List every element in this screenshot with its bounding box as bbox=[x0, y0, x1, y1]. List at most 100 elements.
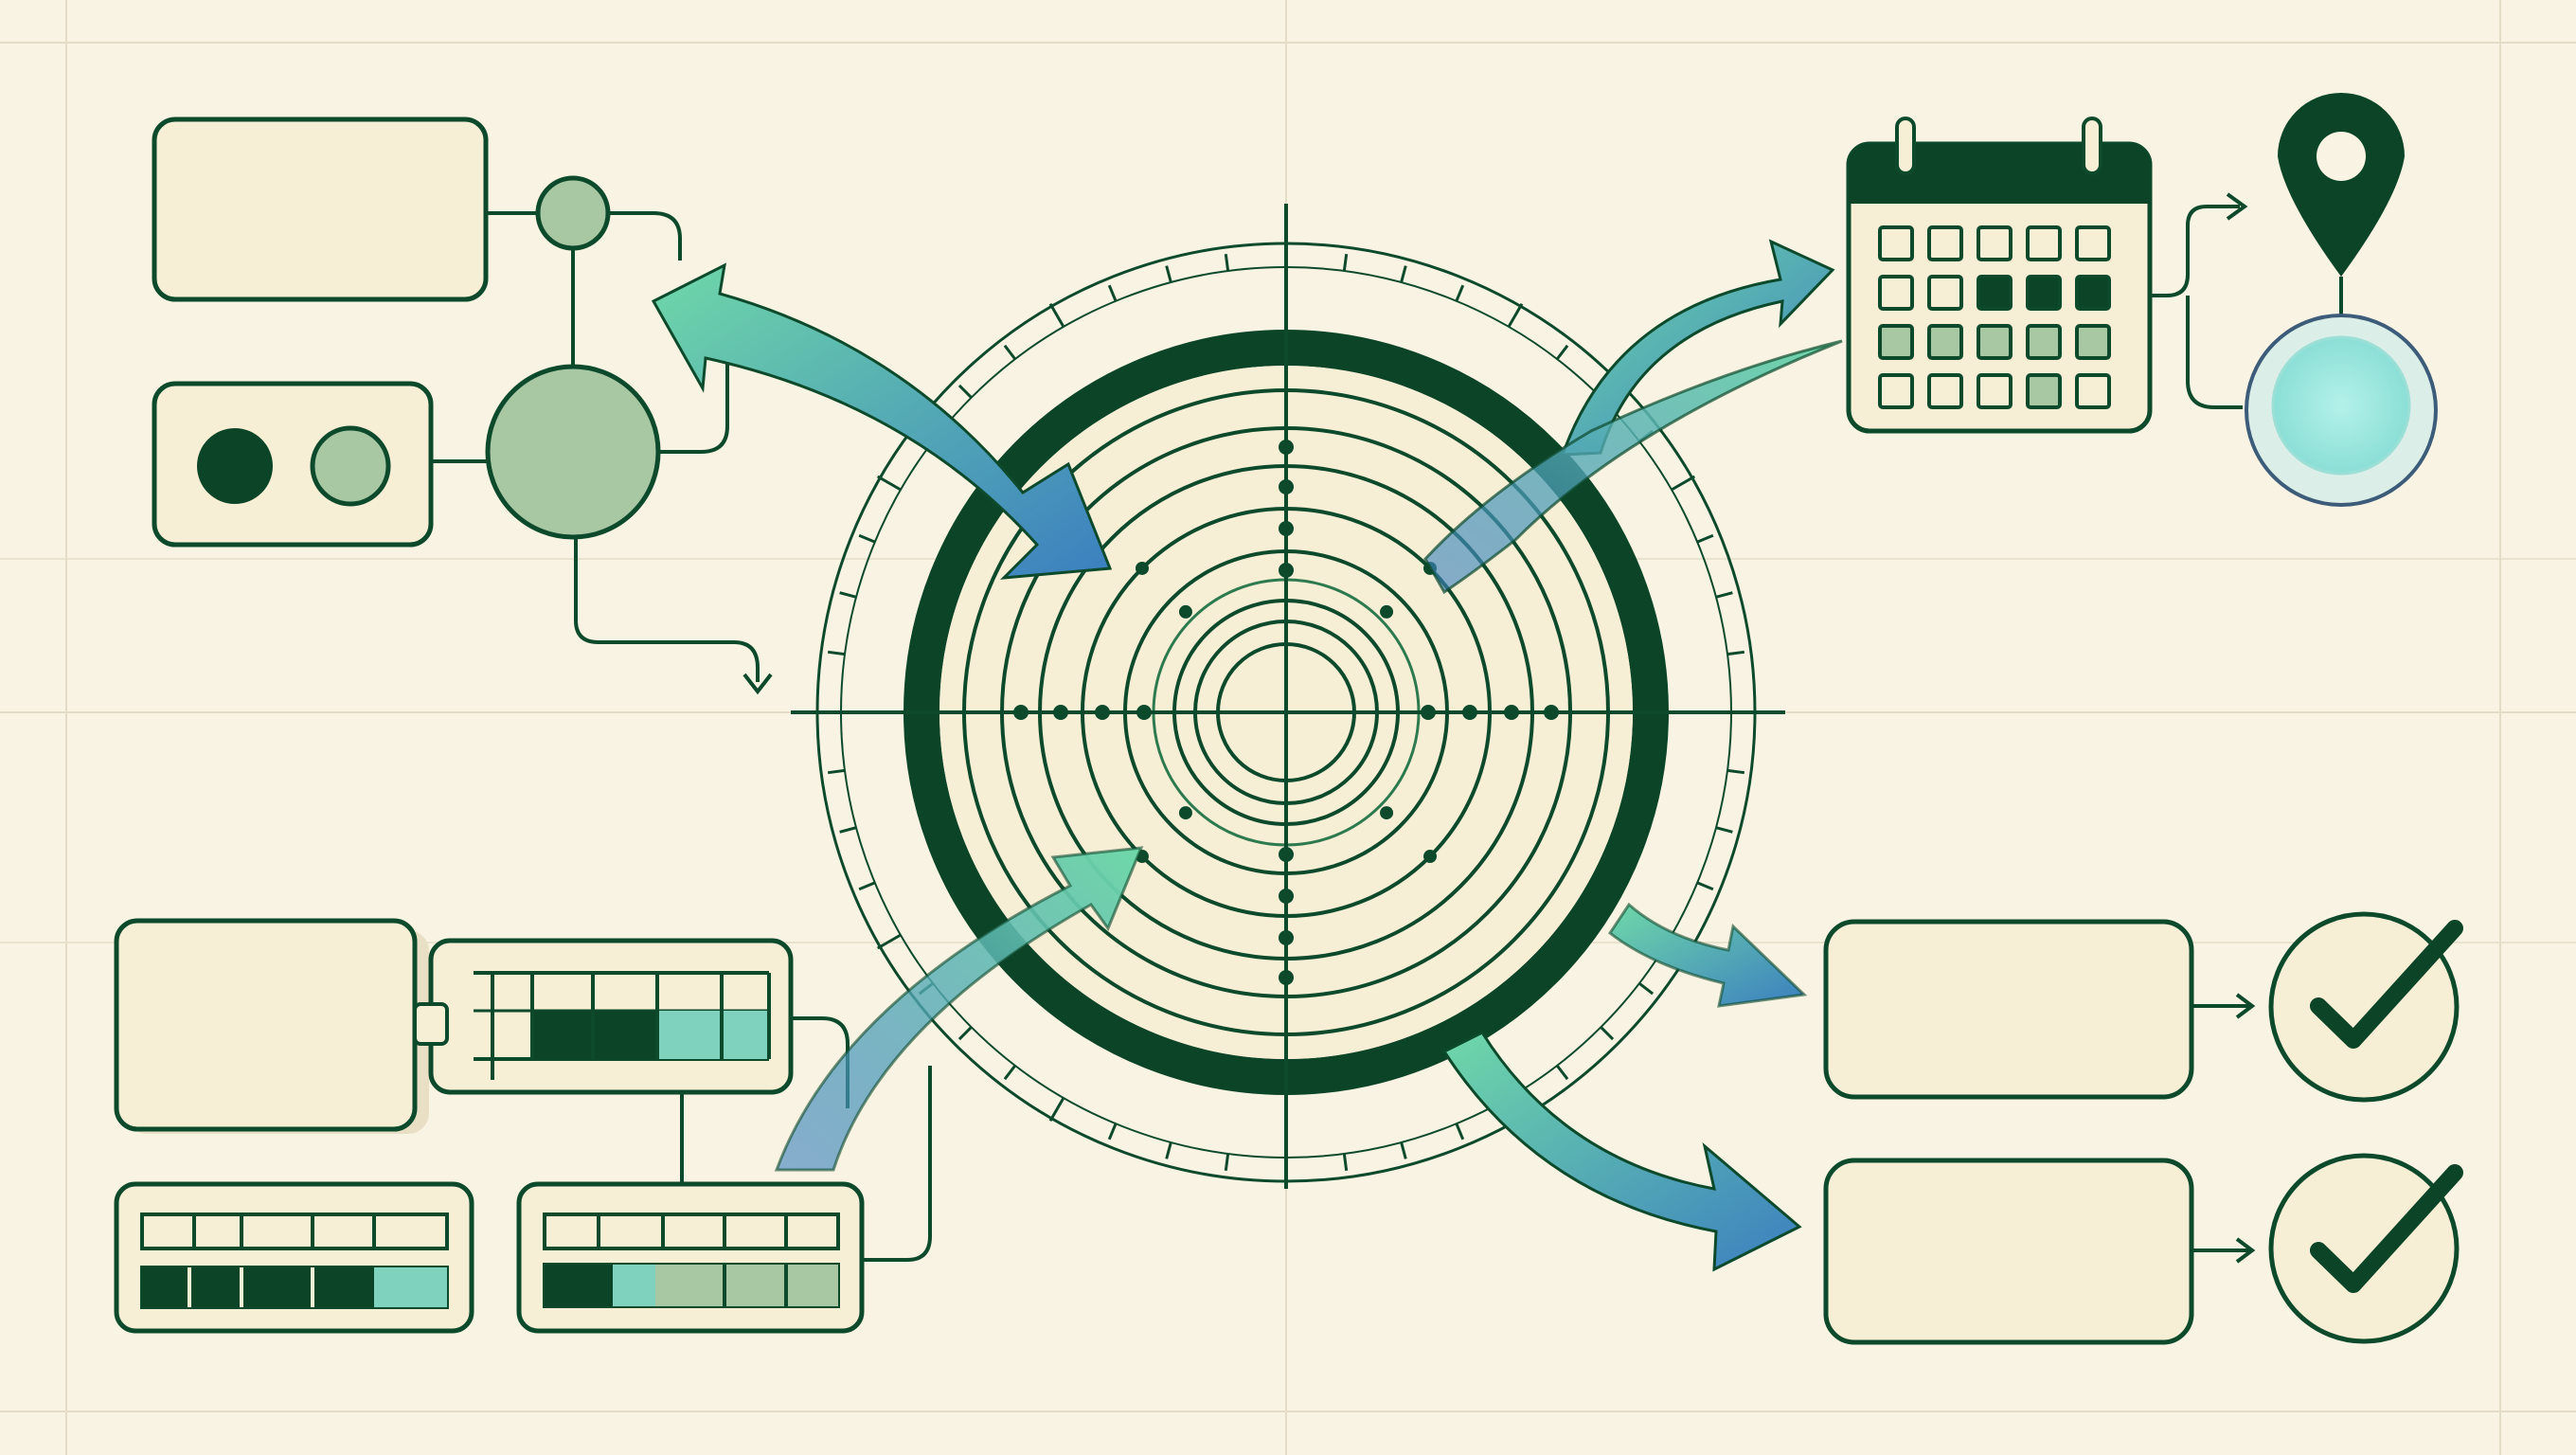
calendar-cell bbox=[1927, 225, 1963, 261]
hub-marker bbox=[1178, 604, 1192, 619]
dial-tick bbox=[1048, 1097, 1065, 1123]
input-card-blank-lower bbox=[114, 918, 418, 1132]
calendar-cell bbox=[2075, 275, 2111, 311]
calendar-cell bbox=[2075, 324, 2111, 360]
dial-tick bbox=[1224, 253, 1230, 272]
dial-tick bbox=[1555, 344, 1569, 361]
dial-tick bbox=[1342, 1153, 1349, 1172]
calendar-cell bbox=[2075, 225, 2111, 261]
calendar-cell bbox=[1977, 373, 2012, 409]
arrow-output-result-1 bbox=[1607, 902, 1808, 1008]
calendar-cell bbox=[2026, 225, 2062, 261]
result-card-1 bbox=[1823, 919, 2194, 1100]
table-icon-a bbox=[413, 938, 794, 1095]
dial-tick bbox=[1600, 1026, 1615, 1041]
arrowhead bbox=[742, 673, 773, 695]
dial-tick bbox=[839, 826, 857, 834]
calendar-cell bbox=[1878, 225, 1914, 261]
dial-tick bbox=[876, 933, 902, 950]
dial-tick bbox=[957, 1026, 973, 1041]
dial-tick bbox=[1726, 768, 1745, 775]
dial-tick bbox=[1671, 475, 1696, 492]
dial-tick bbox=[858, 533, 876, 544]
dial-tick bbox=[1715, 591, 1733, 599]
hub-markers bbox=[1013, 440, 1559, 985]
arrow-input-calendar bbox=[1423, 339, 1843, 595]
calendar-cell bbox=[1977, 275, 2012, 311]
hub-marker bbox=[1013, 705, 1029, 720]
dial-tick bbox=[957, 384, 973, 399]
hub-marker bbox=[1423, 850, 1438, 864]
hub-marker bbox=[1421, 705, 1436, 720]
hub-marker bbox=[1380, 604, 1394, 619]
hub-marker bbox=[1279, 563, 1294, 578]
dial-tick bbox=[827, 768, 846, 775]
dial-tick bbox=[827, 650, 846, 656]
table-icon-b bbox=[114, 1181, 474, 1334]
dial-tick bbox=[1696, 881, 1714, 891]
calendar-cell bbox=[1878, 324, 1914, 360]
hub-marker bbox=[1380, 806, 1394, 820]
dial-tick bbox=[1048, 302, 1065, 328]
location-pin-icon bbox=[2245, 93, 2438, 507]
arrow-output-result-2 bbox=[1441, 1031, 1802, 1272]
hub-marker bbox=[1279, 930, 1294, 945]
arrowhead bbox=[2226, 192, 2248, 221]
location-pin bbox=[2271, 335, 2411, 476]
hub-marker bbox=[1279, 889, 1294, 904]
input-card-blank bbox=[152, 117, 489, 302]
dial-tick bbox=[1224, 1153, 1230, 1172]
dial-tick bbox=[1455, 284, 1465, 302]
calendar-cell bbox=[2026, 275, 2062, 311]
hub-marker bbox=[1462, 705, 1477, 720]
check-icon bbox=[2268, 911, 2463, 1103]
dial-tick bbox=[1107, 1123, 1118, 1141]
dial-tick bbox=[1555, 1064, 1569, 1081]
connector-lines-left bbox=[680, 1016, 932, 1262]
dial-tick bbox=[1507, 302, 1524, 328]
calendar-cell bbox=[1927, 324, 1963, 360]
calendar-cell bbox=[2075, 373, 2111, 409]
hub-marker bbox=[1279, 847, 1294, 862]
calendar-grid bbox=[1878, 225, 2111, 409]
arrow-input-bottom bbox=[774, 846, 1144, 1172]
calendar-cell bbox=[2026, 324, 2062, 360]
hub-marker bbox=[1279, 970, 1294, 985]
table-icon-c bbox=[516, 1181, 865, 1334]
connector-calendar-pin bbox=[2150, 192, 2248, 409]
node-small bbox=[535, 175, 611, 251]
dial-tick bbox=[1455, 1123, 1465, 1141]
dial-tick bbox=[1003, 1064, 1017, 1081]
hub-marker bbox=[1053, 705, 1068, 720]
dial-tick bbox=[1165, 265, 1172, 283]
dial-tick bbox=[1715, 826, 1733, 834]
check-icon bbox=[2268, 1153, 2463, 1344]
calendar-cell bbox=[1977, 225, 2012, 261]
hub-marker bbox=[1095, 705, 1110, 720]
arrow-output-calendar bbox=[1560, 239, 1835, 457]
dial-tick bbox=[1107, 284, 1118, 302]
hub-marker bbox=[1504, 705, 1519, 720]
arrow-input-top bbox=[651, 262, 1113, 580]
dial-tick bbox=[1165, 1141, 1172, 1159]
result-card-2 bbox=[1823, 1158, 2194, 1345]
connector-results bbox=[2191, 993, 2256, 1264]
dial-tick bbox=[1726, 650, 1745, 656]
hub-marker bbox=[1279, 440, 1294, 455]
input-card-table-c bbox=[516, 1181, 865, 1334]
dial-tick bbox=[858, 881, 876, 891]
dial-tick bbox=[1400, 1141, 1407, 1159]
dial-tick bbox=[839, 591, 857, 599]
dial-tick bbox=[876, 475, 902, 492]
calendar-cell bbox=[1927, 275, 1963, 311]
calendar-cell bbox=[1927, 373, 1963, 409]
dial-tick bbox=[1342, 253, 1349, 272]
hub-marker bbox=[1136, 705, 1152, 720]
dial-tick bbox=[1003, 344, 1017, 361]
calendar-icon bbox=[1846, 117, 2153, 434]
hub-marker bbox=[1178, 806, 1192, 820]
hub-marker bbox=[1544, 705, 1559, 720]
node-large bbox=[485, 364, 661, 540]
